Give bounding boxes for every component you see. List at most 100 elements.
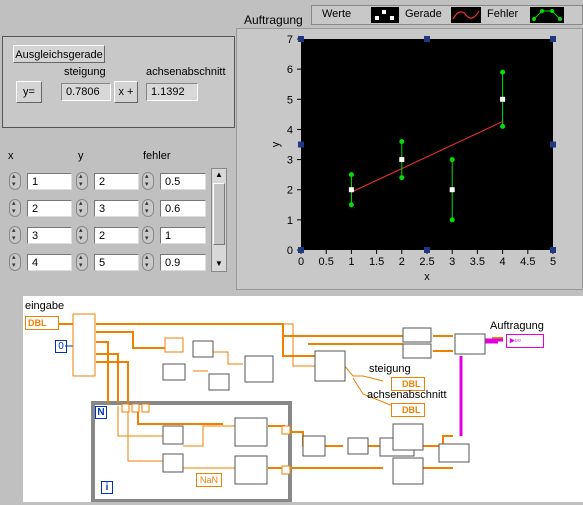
graph-handle bbox=[424, 247, 430, 253]
numeric-stepper-icon[interactable] bbox=[9, 172, 21, 190]
numeric-stepper-icon[interactable] bbox=[142, 172, 154, 190]
orange-constant bbox=[164, 337, 184, 353]
array-scrollbar[interactable]: ▲ ▼ bbox=[211, 168, 227, 272]
graph-handle bbox=[550, 247, 556, 253]
transpose-node bbox=[302, 435, 326, 457]
loop-count-terminal[interactable]: N bbox=[95, 406, 107, 419]
error-high-point bbox=[399, 138, 405, 144]
line-swatch-icon bbox=[451, 7, 481, 23]
error-high-point bbox=[449, 157, 455, 163]
cell-x[interactable]: 4 bbox=[27, 254, 72, 271]
cell-err[interactable]: 0.6 bbox=[160, 200, 206, 217]
scroll-up-icon[interactable]: ▲ bbox=[215, 170, 223, 179]
x-tick-label: 4.5 bbox=[520, 256, 535, 268]
x-tick-label: 3.5 bbox=[470, 256, 485, 268]
slope-indicator: 0.7806 bbox=[61, 83, 111, 101]
cell-err[interactable]: 0.9 bbox=[160, 254, 206, 271]
wire bbox=[352, 377, 394, 407]
negate-node bbox=[208, 373, 230, 391]
tunnel bbox=[131, 403, 140, 413]
wire bbox=[96, 323, 403, 337]
error-low-point bbox=[348, 202, 354, 208]
intercept-indicator: 1.1392 bbox=[146, 83, 198, 101]
cell-x[interactable]: 3 bbox=[27, 227, 72, 244]
numeric-stepper-icon[interactable] bbox=[76, 172, 88, 190]
numeric-stepper-icon[interactable] bbox=[9, 226, 21, 244]
wire bbox=[127, 406, 163, 462]
y-tick-label: 4 bbox=[287, 124, 293, 136]
error-high-point bbox=[348, 172, 354, 178]
wire bbox=[137, 406, 223, 425]
x-tick-label: 1.5 bbox=[369, 256, 384, 268]
nan-constant[interactable]: NaN bbox=[196, 473, 222, 487]
numeric-stepper-icon[interactable] bbox=[9, 199, 21, 217]
wire bbox=[183, 425, 235, 447]
graph-handle bbox=[550, 36, 556, 42]
achsenabschnitt-terminal[interactable]: DBL bbox=[391, 403, 425, 417]
numeric-stepper-icon[interactable] bbox=[9, 253, 21, 271]
cell-err[interactable]: 0.5 bbox=[160, 173, 206, 190]
x-tick-label: 5 bbox=[550, 256, 556, 268]
cell-x[interactable]: 1 bbox=[27, 173, 72, 190]
data-point bbox=[348, 187, 354, 193]
cell-y[interactable]: 2 bbox=[94, 227, 139, 244]
numeric-stepper-icon[interactable] bbox=[76, 253, 88, 271]
numeric-stepper-icon[interactable] bbox=[76, 226, 88, 244]
data-point bbox=[449, 187, 455, 193]
wire bbox=[342, 363, 384, 382]
error-low-point bbox=[500, 123, 506, 129]
for-loop-frame bbox=[91, 401, 292, 503]
data-point bbox=[500, 96, 506, 102]
wire bbox=[96, 331, 183, 349]
auftragung-icon: ▸▫▫ bbox=[510, 335, 521, 345]
wire bbox=[282, 336, 318, 357]
cell-x[interactable]: 2 bbox=[27, 200, 72, 217]
auftragung-terminal[interactable]: ▸▫▫ bbox=[506, 334, 544, 348]
zero-constant[interactable]: 0 bbox=[55, 340, 67, 353]
numeric-stepper-icon[interactable] bbox=[142, 226, 154, 244]
fit-button[interactable]: Ausgleichsgerade bbox=[13, 45, 105, 63]
bundle-node bbox=[402, 343, 432, 359]
wire bbox=[96, 341, 109, 403]
eingabe-terminal[interactable]: DBL bbox=[25, 316, 59, 330]
graph-handle bbox=[550, 141, 556, 148]
select-node bbox=[244, 355, 274, 383]
x-tick-label: 2.5 bbox=[419, 256, 434, 268]
cell-y[interactable]: 5 bbox=[94, 254, 139, 271]
wire bbox=[203, 351, 243, 365]
bundle-node bbox=[402, 327, 432, 343]
y-axis-label: y bbox=[270, 141, 282, 147]
points-swatch-icon bbox=[371, 7, 399, 23]
numeric-stepper-icon[interactable] bbox=[142, 199, 154, 217]
scroll-down-icon[interactable]: ▼ bbox=[215, 259, 223, 268]
loop-iteration-terminal: i bbox=[101, 481, 113, 494]
x-axis-label: x bbox=[424, 271, 430, 283]
scrollbar-thumb[interactable] bbox=[213, 183, 225, 245]
x-plus-label: x + bbox=[114, 81, 138, 103]
add-node bbox=[162, 425, 184, 445]
graph-handle bbox=[298, 141, 304, 148]
cell-y[interactable]: 3 bbox=[94, 200, 139, 217]
cell-y[interactable]: 2 bbox=[94, 173, 139, 190]
divide-node bbox=[192, 340, 214, 358]
build-array-node-3 bbox=[234, 455, 268, 485]
data-point bbox=[399, 157, 405, 163]
steigung-terminal[interactable]: DBL bbox=[391, 377, 425, 391]
error-high-point bbox=[500, 69, 506, 75]
achsenabschnitt-type: DBL bbox=[402, 405, 421, 415]
intercept-label: achsenabschnitt bbox=[146, 66, 226, 78]
steigung-label: steigung bbox=[369, 363, 411, 375]
cell-err[interactable]: 1 bbox=[160, 227, 206, 244]
y-tick-label: 6 bbox=[287, 64, 293, 76]
error-swatch-icon bbox=[530, 7, 564, 23]
y-tick-label: 0 bbox=[287, 245, 293, 257]
achsenabschnitt-label: achsenabschnitt bbox=[367, 389, 447, 401]
numeric-stepper-icon[interactable] bbox=[76, 199, 88, 217]
auftragung-label: Auftragung bbox=[490, 320, 544, 332]
build-array-node-2 bbox=[234, 417, 268, 447]
x-tick-label: 2 bbox=[399, 256, 405, 268]
x-tick-label: 4 bbox=[500, 256, 506, 268]
multiply-node-2 bbox=[347, 437, 369, 455]
numeric-stepper-icon[interactable] bbox=[142, 253, 154, 271]
